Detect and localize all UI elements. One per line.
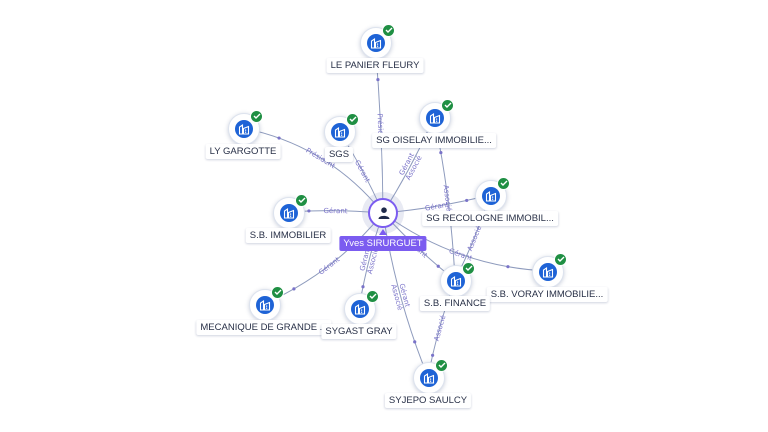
person-node[interactable] [368,198,398,228]
company-name-label[interactable]: S.B. FINANCE [419,296,491,311]
edge-arrow [376,77,380,82]
company-icon [539,263,557,281]
edge-arrow [277,136,281,140]
company-icon [235,120,253,138]
company-name-label[interactable]: SG RECOLOGNE IMMOBIL... [422,211,558,226]
company-icon [256,296,274,314]
company-name-label[interactable]: LE PANIER FLEURY [326,58,424,73]
edge-arrow [439,150,443,155]
verified-check-icon [382,24,395,37]
verified-check-icon [441,99,454,112]
edge-arrow [506,265,510,269]
edge-arrow [361,285,365,289]
company-icon [367,34,385,52]
edge-role-label: Associé [466,225,483,253]
company-name-label[interactable]: SG OISELAY IMMOBILIE... [372,133,496,148]
edge-arrow [465,198,469,203]
edge-center-ly-gargotte [242,127,384,214]
company-icon [447,272,465,290]
person-name-label[interactable]: Yves SIRURGUET [339,236,427,251]
verified-check-icon [346,113,359,126]
edge-arrow [431,353,435,357]
company-node-circle[interactable] [440,262,475,297]
company-node-circle[interactable] [475,177,510,212]
company-name-label[interactable]: MECANIQUE DE GRANDE ... [196,320,332,335]
company-node-circle[interactable] [360,24,395,59]
company-icon [280,204,298,222]
edge-arrow [436,264,440,268]
verified-check-icon [497,177,510,190]
company-name-label[interactable]: SGS [324,147,354,162]
company-node-circle[interactable] [413,359,448,394]
person-icon [378,207,390,219]
company-name-label[interactable]: S.B. IMMOBILIER [245,228,331,243]
company-icon [482,187,500,205]
company-node-circle[interactable] [324,113,359,148]
edge-role-label: Présid... [376,113,385,141]
company-node-circle[interactable] [532,253,567,288]
person-label-pointer [379,229,387,235]
verified-check-icon [271,286,284,299]
edge-arrow [307,209,311,213]
company-name-label[interactable]: LY GARGOTTE [205,144,281,159]
edge-role-label: Associé [433,314,448,342]
edge-center-sb-voray-immobilier [382,212,548,272]
verified-check-icon [435,359,448,372]
edge-role-label: Gérant [317,255,341,276]
company-icon [420,369,438,387]
edge-arrow [292,287,296,291]
company-icon [331,123,349,141]
edge-role-label: Gérant [424,201,449,213]
company-icon [351,300,369,318]
company-name-label[interactable]: SYJEPO SAULCY [384,393,472,408]
verified-check-icon [462,262,475,275]
verified-check-icon [295,194,308,207]
edge-role-label: GérantAssocié [389,281,411,311]
edge-role-label: Gérant [353,159,372,184]
company-node-circle[interactable] [273,194,308,229]
verified-check-icon [366,290,379,303]
company-name-label[interactable]: SYGAST GRAY [321,324,397,339]
company-icon [426,109,444,127]
company-node-circle[interactable] [419,99,454,134]
edge-role-label: Gérant [323,207,347,215]
company-node-circle[interactable] [228,110,263,145]
verified-check-icon [250,110,263,123]
edge-arrow [413,340,417,344]
company-node-circle[interactable] [249,286,284,321]
company-name-label[interactable]: S.B. VORAY IMMOBILIE... [486,287,608,302]
edge-role-label: GérantAssocié [397,151,424,182]
company-node-circle[interactable] [344,290,379,325]
edge-role-label: Associé [442,185,453,212]
verified-check-icon [554,253,567,266]
